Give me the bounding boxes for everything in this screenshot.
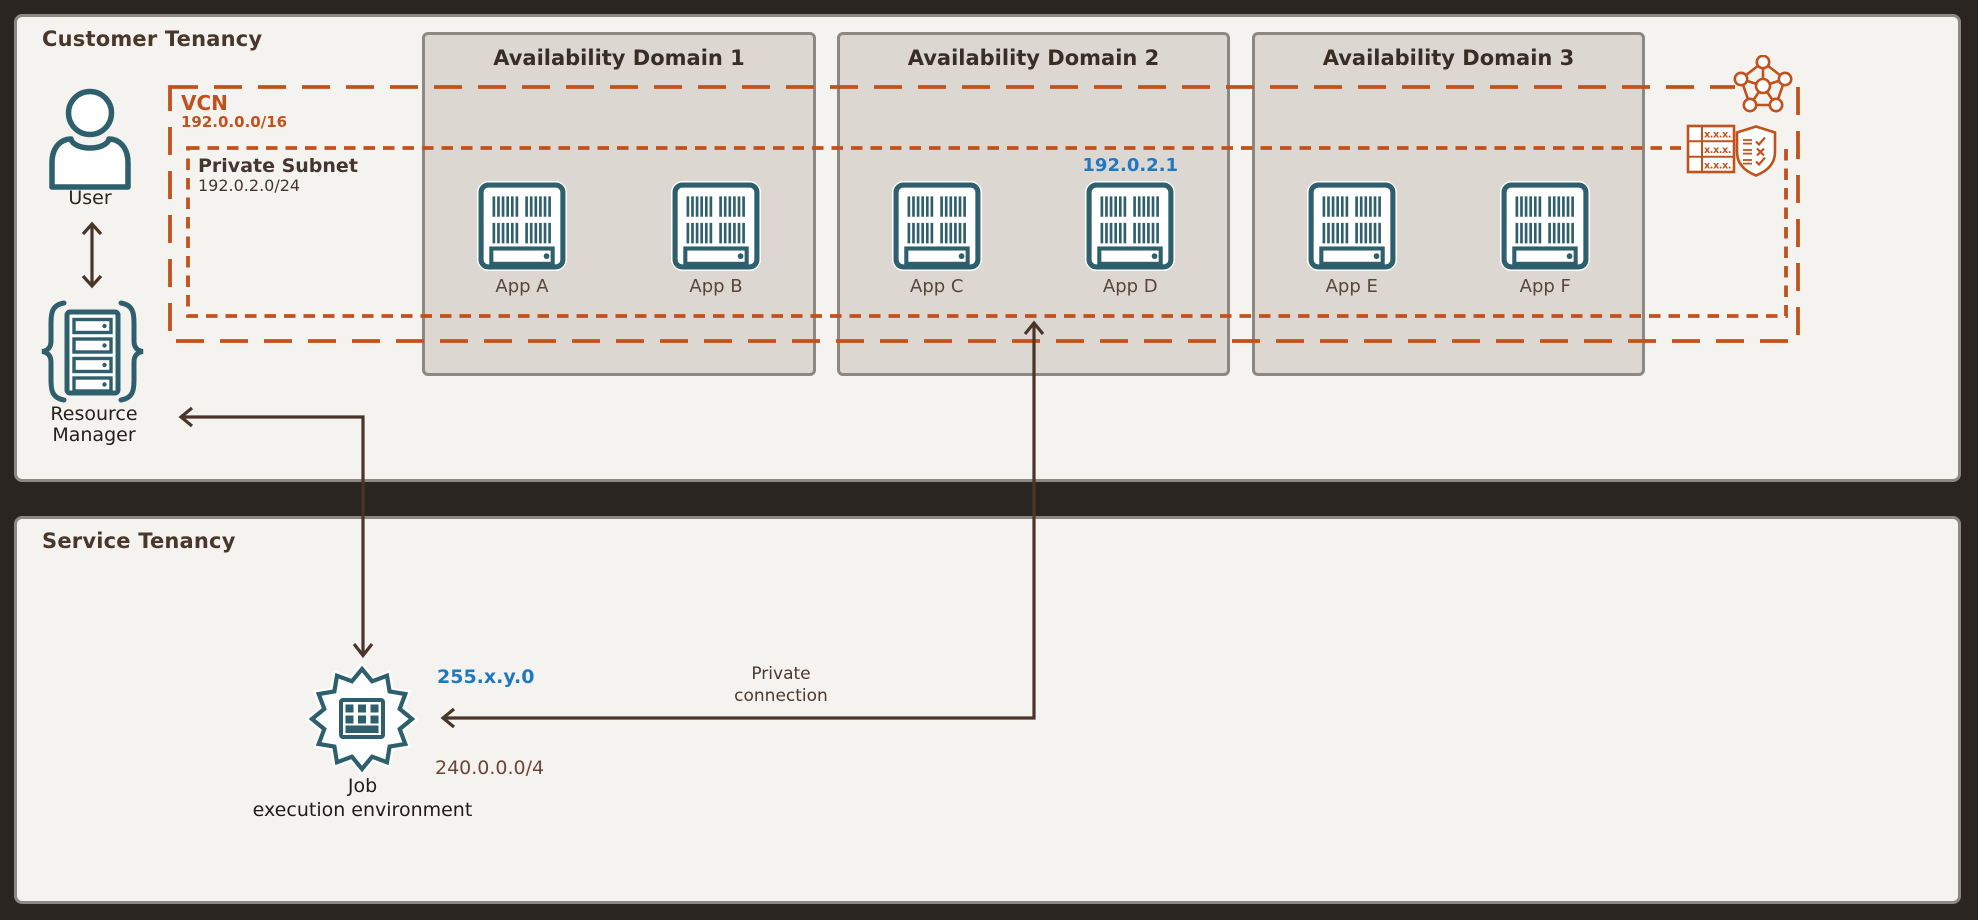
server-icon — [1500, 181, 1591, 271]
check-glyph — [1755, 156, 1766, 167]
private-subnet-name: Private Subnet — [198, 155, 358, 177]
route-table-icon: x.x.x. x.x.x. x.x.x. — [1686, 124, 1736, 174]
server-icon — [891, 181, 982, 271]
availability-domain-box: Availability Domain 2 — [837, 32, 1230, 376]
resource-manager-label-line1: Resource — [50, 403, 138, 425]
app-server: App B — [668, 181, 764, 297]
service-tenancy-title: Service Tenancy — [42, 529, 236, 553]
security-list-icon — [1735, 125, 1777, 177]
apps-row: App A App B — [425, 181, 813, 301]
app-server: App E — [1304, 181, 1400, 297]
left-brace — [41, 300, 67, 403]
app-server: App C — [889, 181, 985, 297]
server-icon — [1306, 181, 1397, 271]
private-connection-label: Private connection — [700, 663, 862, 707]
server-icon — [1085, 181, 1176, 271]
check-glyph — [1755, 136, 1766, 147]
route-row-3: x.x.x. — [1704, 160, 1731, 171]
app-label: App D — [1102, 276, 1158, 297]
app-label: App E — [1325, 276, 1378, 297]
server-icon — [477, 181, 567, 271]
vcn-network-icon — [1733, 55, 1793, 113]
app-server: App A — [474, 181, 570, 297]
app-server: 192.0.2.1 App D — [1082, 155, 1178, 297]
availability-domain-title: Availability Domain 1 — [493, 46, 745, 70]
vcn-name: VCN — [181, 91, 228, 115]
app-label: App A — [495, 276, 549, 297]
apps-row: App E App F — [1255, 181, 1642, 301]
resource-manager-icon — [41, 300, 144, 403]
app-label: App B — [689, 276, 743, 297]
apps-row: App C 192.0.2.1 App — [840, 155, 1227, 301]
private-subnet-label: Private Subnet 192.0.2.0/24 — [198, 155, 358, 195]
resource-manager-label: Resource Manager — [28, 404, 160, 446]
vcn-label: VCN 192.0.0.0/16 — [181, 92, 287, 131]
availability-domain-box: Availability Domain 1 — [422, 32, 816, 376]
job-label-line1: Job — [347, 775, 378, 797]
keyboard-glyph — [345, 704, 379, 733]
job-execution-icon — [305, 662, 419, 776]
job-execution-label: Job execution environment — [240, 774, 485, 822]
private-connection-line2: connection — [734, 686, 828, 706]
route-row-2: x.x.x. — [1704, 145, 1731, 156]
app-label: App F — [1519, 276, 1571, 297]
resource-manager-label-line2: Manager — [52, 424, 136, 446]
private-connection-line1: Private — [751, 664, 811, 684]
availability-domain-title: Availability Domain 3 — [1322, 46, 1575, 70]
app-label: App C — [910, 276, 964, 297]
app-server: App F — [1497, 181, 1593, 297]
x-glyph — [1756, 147, 1765, 157]
vcn-cidr: 192.0.0.0/16 — [181, 113, 288, 131]
job-label-line2: execution environment — [252, 799, 473, 821]
right-brace — [118, 300, 144, 403]
job-cidr-label: 240.0.0.0/4 — [435, 757, 545, 779]
server-icon — [671, 181, 761, 271]
user-label: User — [68, 187, 112, 209]
job-address-label: 255.x.y.0 — [437, 666, 535, 688]
user-icon — [49, 88, 131, 190]
customer-tenancy-title: Customer Tenancy — [42, 27, 263, 51]
subnet-rules-icons: x.x.x. x.x.x. x.x.x. — [1681, 119, 1782, 179]
app-ip-label: 192.0.2.1 — [1082, 155, 1179, 176]
availability-domain-title: Availability Domain 2 — [907, 46, 1160, 70]
availability-domain-box: Availability Domain 3 — [1252, 32, 1645, 376]
private-subnet-cidr: 192.0.2.0/24 — [198, 176, 301, 195]
route-row-1: x.x.x. — [1704, 130, 1731, 141]
